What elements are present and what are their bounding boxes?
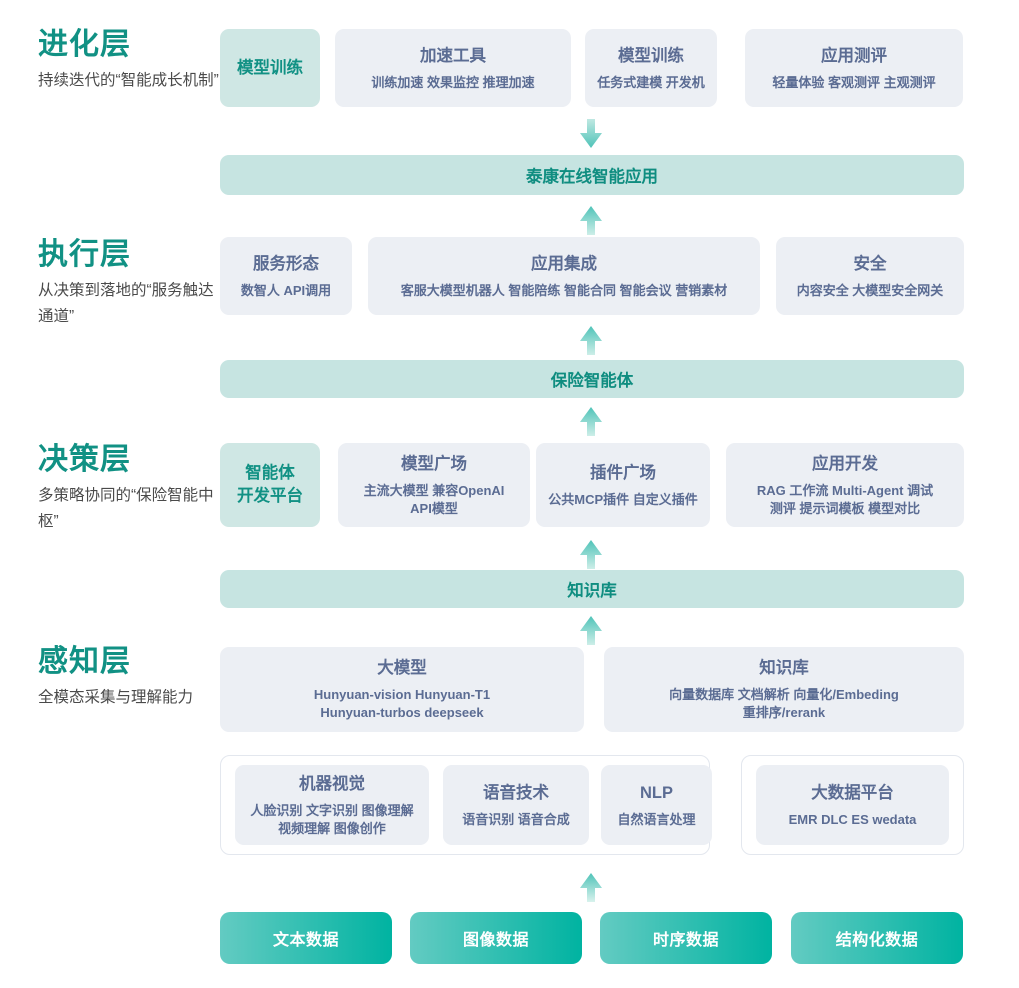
layer-label-perception: 感知层 全模态采集与理解能力 bbox=[38, 645, 223, 711]
card-subtitle: 任务式建模 开发机 bbox=[597, 74, 705, 90]
card-title: 应用集成 bbox=[531, 254, 597, 273]
banner-insurance-agent[interactable]: 保险智能体 bbox=[220, 360, 964, 398]
card-evolution-model-training-accent[interactable]: 模型训练 bbox=[220, 29, 320, 107]
card-title: 应用开发 bbox=[812, 454, 878, 473]
banner-taikang-online-ai-application[interactable]: 泰康在线智能应用 bbox=[220, 155, 964, 195]
card-perception-knowledge-base[interactable]: 知识库 向量数据库 文档解析 向量化/Embeding 重排序/rerank bbox=[604, 647, 964, 732]
card-subtitle: 自然语言处理 bbox=[617, 811, 696, 827]
card-subtitle: 语音识别 语音合成 bbox=[462, 811, 570, 827]
card-evolution-app-evaluation[interactable]: 应用测评 轻量体验 客观测评 主观测评 bbox=[745, 29, 963, 107]
card-subtitle: 公共MCP插件 自定义插件 bbox=[548, 491, 698, 507]
card-subtitle: 主流大模型 兼容OpenAI API模型 bbox=[363, 482, 505, 516]
card-perception-machine-vision[interactable]: 机器视觉 人脸识别 文字识别 图像理解 视频理解 图像创作 bbox=[235, 765, 429, 845]
arrow-up-to-kb-banner bbox=[578, 539, 604, 569]
card-title: NLP bbox=[640, 783, 673, 802]
card-decision-agent-dev-platform-accent[interactable]: 智能体 开发平台 bbox=[220, 443, 320, 527]
card-evolution-model-training[interactable]: 模型训练 任务式建模 开发机 bbox=[585, 29, 717, 107]
card-subtitle: 数智人 API调用 bbox=[240, 282, 332, 298]
layer-desc-execution: 从决策到落地的“服务触达通道” bbox=[38, 282, 214, 325]
card-subtitle: 客服大模型机器人 智能陪练 智能合同 智能会议 营销素材 bbox=[400, 282, 728, 298]
layer-desc-decision: 多策略协同的“保险智能中枢” bbox=[38, 487, 214, 530]
card-perception-speech-technology[interactable]: 语音技术 语音识别 语音合成 bbox=[443, 765, 589, 845]
card-title: 大数据平台 bbox=[811, 783, 894, 802]
card-subtitle: 向量数据库 文档解析 向量化/Embeding 重排序/rerank bbox=[669, 687, 899, 720]
card-subtitle: Hunyuan-vision Hunyuan-T1 Hunyuan-turbos… bbox=[313, 687, 491, 720]
card-subtitle: EMR DLC ES wedata bbox=[788, 811, 917, 827]
arrow-up-from-decision bbox=[578, 406, 604, 436]
layer-label-evolution: 进化层 持续迭代的“智能成长机制” bbox=[38, 28, 223, 94]
layer-title-perception: 感知层 bbox=[38, 645, 131, 678]
layer-title-evolution: 进化层 bbox=[38, 28, 131, 61]
chip-label: 时序数据 bbox=[652, 932, 719, 949]
card-title: 机器视觉 bbox=[299, 774, 365, 793]
arrow-up-from-data-chips bbox=[578, 872, 604, 902]
layer-desc-perception: 全模态采集与理解能力 bbox=[38, 689, 194, 706]
card-decision-app-development[interactable]: 应用开发 RAG 工作流 Multi-Agent 调试 测评 提示词模板 模型对… bbox=[726, 443, 964, 527]
banner-label: 泰康在线智能应用 bbox=[526, 168, 658, 186]
chip-text-data[interactable]: 文本数据 bbox=[220, 912, 392, 964]
card-execution-app-integration[interactable]: 应用集成 客服大模型机器人 智能陪练 智能合同 智能会议 营销素材 bbox=[368, 237, 760, 315]
layer-label-execution: 执行层 从决策到落地的“服务触达通道” bbox=[38, 238, 223, 330]
layer-title-execution: 执行层 bbox=[38, 238, 131, 271]
arrow-up-from-execution bbox=[578, 205, 604, 235]
banner-label: 知识库 bbox=[567, 582, 617, 600]
banner-knowledge-base[interactable]: 知识库 bbox=[220, 570, 964, 608]
arrow-up-from-perception bbox=[578, 615, 604, 645]
card-title: 插件广场 bbox=[590, 463, 656, 482]
card-decision-plugin-plaza[interactable]: 插件广场 公共MCP插件 自定义插件 bbox=[536, 443, 710, 527]
card-title: 模型训练 bbox=[237, 58, 303, 77]
card-subtitle: 轻量体验 客观测评 主观测评 bbox=[772, 74, 936, 90]
arrow-down-to-app-banner bbox=[578, 119, 604, 149]
layer-desc-evolution: 持续迭代的“智能成长机制” bbox=[38, 72, 219, 89]
layer-label-decision: 决策层 多策略协同的“保险智能中枢” bbox=[38, 443, 223, 535]
card-title: 知识库 bbox=[759, 659, 809, 677]
card-subtitle: 训练加速 效果监控 推理加速 bbox=[371, 74, 535, 90]
card-subtitle: 内容安全 大模型安全网关 bbox=[796, 282, 944, 298]
chip-label: 文本数据 bbox=[272, 932, 339, 949]
chip-timeseries-data[interactable]: 时序数据 bbox=[600, 912, 772, 964]
card-subtitle: 人脸识别 文字识别 图像理解 视频理解 图像创作 bbox=[250, 802, 414, 836]
card-title: 模型广场 bbox=[401, 454, 467, 473]
arrow-up-to-agent-banner bbox=[578, 325, 604, 355]
card-perception-large-model[interactable]: 大模型 Hunyuan-vision Hunyuan-T1 Hunyuan-tu… bbox=[220, 647, 584, 732]
card-decision-model-plaza[interactable]: 模型广场 主流大模型 兼容OpenAI API模型 bbox=[338, 443, 530, 527]
card-evolution-acceleration-tools[interactable]: 加速工具 训练加速 效果监控 推理加速 bbox=[335, 29, 571, 107]
card-execution-service-form[interactable]: 服务形态 数智人 API调用 bbox=[220, 237, 352, 315]
card-title: 大模型 bbox=[377, 659, 427, 677]
chip-label: 图像数据 bbox=[462, 932, 529, 949]
card-title: 加速工具 bbox=[420, 46, 486, 65]
card-title: 智能体 开发平台 bbox=[237, 464, 303, 505]
card-subtitle: RAG 工作流 Multi-Agent 调试 测评 提示词模板 模型对比 bbox=[756, 482, 934, 516]
card-title: 应用测评 bbox=[821, 46, 887, 65]
card-title: 安全 bbox=[853, 254, 887, 273]
banner-label: 保险智能体 bbox=[550, 372, 634, 390]
card-perception-nlp[interactable]: NLP 自然语言处理 bbox=[601, 765, 712, 845]
chip-label: 结构化数据 bbox=[835, 932, 919, 949]
chip-image-data[interactable]: 图像数据 bbox=[410, 912, 582, 964]
card-title: 服务形态 bbox=[253, 254, 319, 273]
card-title: 模型训练 bbox=[618, 46, 684, 65]
layer-title-decision: 决策层 bbox=[38, 443, 131, 476]
chip-structured-data[interactable]: 结构化数据 bbox=[791, 912, 963, 964]
card-execution-security[interactable]: 安全 内容安全 大模型安全网关 bbox=[776, 237, 964, 315]
card-title: 语音技术 bbox=[483, 783, 549, 802]
card-perception-big-data-platform[interactable]: 大数据平台 EMR DLC ES wedata bbox=[756, 765, 949, 845]
